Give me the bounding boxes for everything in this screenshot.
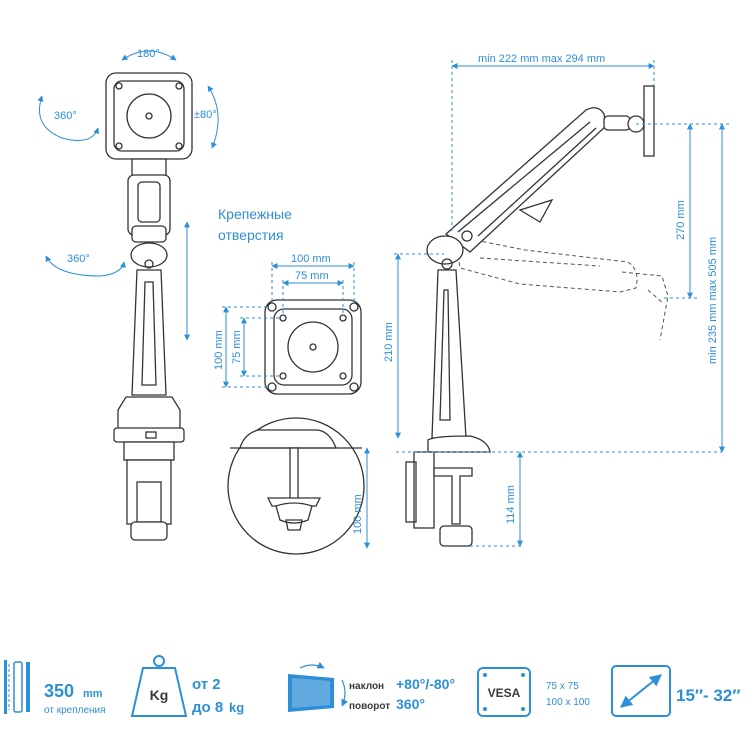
vesa-height-75: 75 mm xyxy=(231,330,243,364)
weight-icon xyxy=(130,655,188,717)
swivel-value: 360° xyxy=(396,696,425,712)
screen-diagonal-icon xyxy=(611,665,671,717)
vesa-height-100: 100 mm xyxy=(213,330,225,370)
screen-range: 15″- 32″ xyxy=(676,686,741,705)
weight-from: от 2 xyxy=(192,676,221,693)
vesa-width-75: 75 mm xyxy=(295,270,329,282)
rotate-arrow-icon xyxy=(45,255,127,277)
weight-unit: kg xyxy=(229,700,244,715)
vesa-size-1: 75 x 75 xyxy=(546,681,579,692)
vesa-icon xyxy=(477,667,531,717)
rotate-arrow-icon xyxy=(37,95,100,141)
clamp-thickness-label: 100 mm xyxy=(352,494,364,534)
mount-holes-title-2: отверстия xyxy=(218,227,284,243)
feature-bar: 350 mm от крепления Kg от 2 до 8 kg накл… xyxy=(4,655,741,717)
reach-dimension-label: min 222 mm max 294 mm xyxy=(478,53,605,65)
pole-height-label: 210 mm xyxy=(383,322,395,362)
rotate-arrow-icon xyxy=(207,85,219,149)
arm-travel-label: 270 mm xyxy=(675,200,687,240)
swivel-label: поворот xyxy=(349,701,390,712)
tilt-label: ±80° xyxy=(194,109,217,121)
vesa-mount-detail: Крепежные отверстия 100 mm 75 mm 100 mm … xyxy=(213,206,362,395)
mount-holes-title-1: Крепежные xyxy=(218,206,292,222)
wall-distance-icon xyxy=(4,660,30,714)
front-view: 180° 360° ±80° 360° xyxy=(37,48,219,541)
rotation-top-label: 180° xyxy=(137,48,160,60)
tilt-value: +80°/-80° xyxy=(396,676,455,692)
tilt-label: наклон xyxy=(349,681,384,692)
reach-unit: mm xyxy=(83,688,103,700)
clamp-range-label: 114 mm xyxy=(505,485,517,524)
rotation-left-label: 360° xyxy=(54,110,77,122)
clamp-detail: 100 mm xyxy=(227,417,370,555)
rotation-mid-label: 360° xyxy=(67,253,90,265)
reach-caption: от крепления xyxy=(44,705,106,716)
weight-to: до 8 xyxy=(192,699,223,716)
vesa-width-100: 100 mm xyxy=(291,253,331,265)
side-view: min 222 mm max 294 mm 270 mm min 235 mm … xyxy=(383,53,730,547)
vesa-badge: VESA xyxy=(488,686,521,700)
weight-icon-label: Kg xyxy=(150,687,169,703)
height-range-label: min 235 mm max 505 mm xyxy=(707,237,719,364)
vesa-size-2: 100 x 100 xyxy=(546,697,590,708)
tilt-swivel-icon xyxy=(288,661,348,712)
reach-value: 350 xyxy=(44,681,74,701)
rotate-arrow-icon xyxy=(121,50,177,61)
